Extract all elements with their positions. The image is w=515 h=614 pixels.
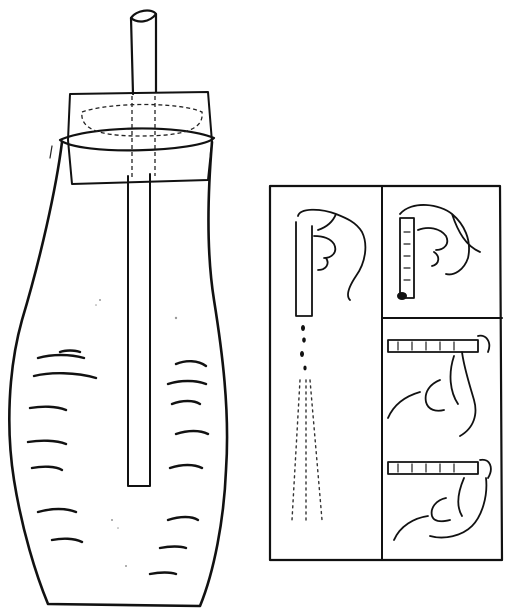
- straw-inside-card: [132, 96, 155, 178]
- straw-horizontal-marks-2: [398, 464, 454, 472]
- straw-top: [131, 14, 156, 94]
- straw-with-marks: [400, 218, 414, 298]
- cap-card: [68, 92, 212, 184]
- bottle-with-straw-illustration: [9, 11, 227, 606]
- panel-straw-horizontal-grasp: [388, 336, 489, 436]
- paper-specks: [95, 299, 177, 567]
- panel-straw-horizontal-release: [388, 460, 491, 540]
- panel-straw-draining: [292, 210, 365, 520]
- water-surface-strokes: [28, 351, 208, 575]
- drips: [300, 325, 307, 370]
- rim-tick-mark: [50, 146, 52, 158]
- straw-top-opening: [131, 11, 156, 22]
- panel-straw-vertical-held: [397, 205, 480, 300]
- liquid-stream: [292, 380, 322, 520]
- bottle-rim: [60, 128, 214, 150]
- hand-grasp-icon: [388, 336, 489, 436]
- hand-release-icon: [394, 460, 491, 540]
- straw-vertical: [296, 222, 312, 316]
- straw-bottom-liquid: [397, 292, 407, 300]
- straw-horizontal-marks: [398, 342, 454, 350]
- straw-in-bottle: [128, 174, 150, 486]
- hand-icon: [400, 205, 480, 274]
- experiment-steps-panels: [270, 186, 502, 560]
- straw-scale-ticks: [404, 232, 410, 280]
- straw-horizontal: [388, 340, 478, 352]
- hand-fingers-icon: [298, 210, 365, 300]
- straw-horizontal-2: [388, 462, 478, 474]
